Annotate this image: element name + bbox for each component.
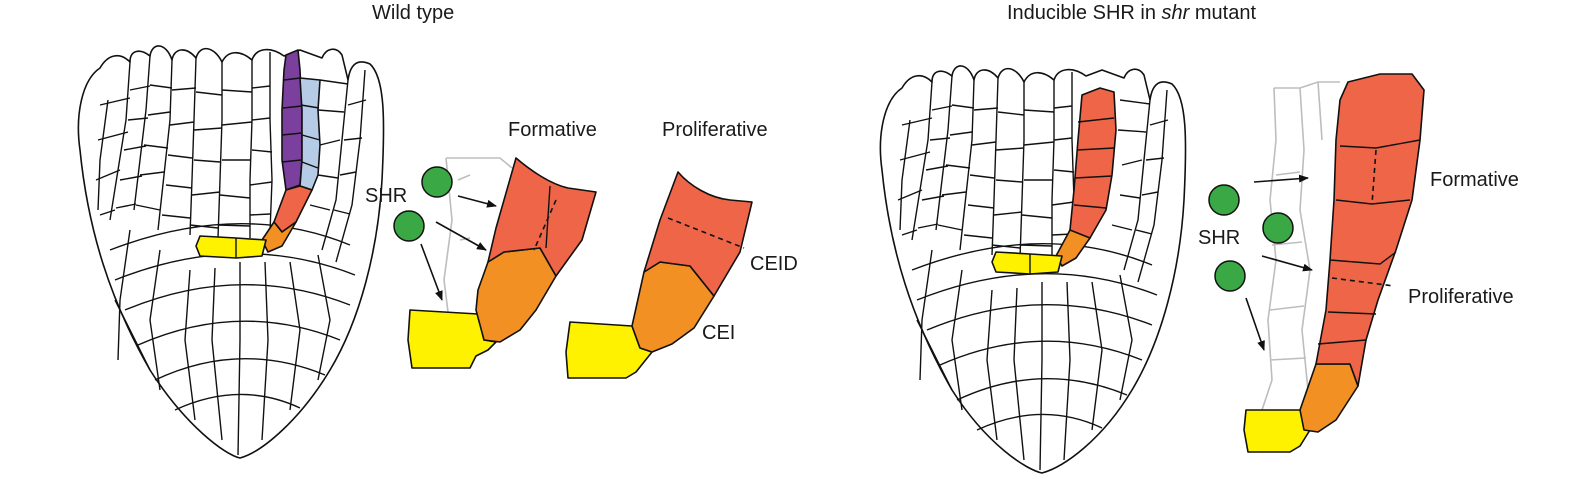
light-blue-cortex-file <box>299 77 321 191</box>
wild-type-root <box>77 45 385 459</box>
orange-cei-zoom-right <box>1299 363 1359 433</box>
wild-type-title: Wild type <box>372 2 455 24</box>
arrow-to-qc <box>420 243 443 301</box>
formative-label-left: Formative <box>508 119 597 141</box>
inducible-zoom <box>1208 73 1425 453</box>
prolif-upper-cells <box>643 171 753 297</box>
cei-label: CEI <box>702 322 736 344</box>
arrow-right-formative <box>1253 174 1309 183</box>
purple-cell-walls <box>281 77 303 163</box>
root-cross-walls <box>95 79 367 411</box>
red-file-zoom-right <box>1315 73 1425 387</box>
ceid-label: CEID <box>750 253 798 275</box>
arrow-to-formative <box>457 195 497 208</box>
orange-initial-right <box>1055 229 1091 267</box>
arrow-right-qc <box>1245 297 1265 351</box>
title-prefix: Inducible SHR in <box>1007 2 1162 24</box>
yellow-quiescent-center <box>195 235 267 259</box>
inducible-root <box>879 65 1187 474</box>
formative-dashed-division <box>533 199 557 251</box>
arrow-right-proliferative <box>1261 255 1313 272</box>
title-suffix: mutant <box>1189 2 1257 24</box>
root-cross-walls-right <box>897 99 1169 431</box>
proliferative-label-right: Proliferative <box>1408 286 1514 308</box>
light-blue-cell-walls <box>300 104 321 169</box>
shr-label-left: SHR <box>365 185 408 207</box>
restored-red-walls <box>1073 117 1115 209</box>
shr-dot-right-1 <box>1208 184 1240 216</box>
zoom-formative-cells <box>487 157 597 277</box>
shr-protein-dot-1 <box>421 166 453 198</box>
shr-dot-right-2 <box>1262 212 1294 244</box>
formative-dashed-right <box>1371 149 1377 205</box>
inducible-shr-title: Inducible SHR in shr mutant <box>1007 2 1256 25</box>
ghost-stele-outline <box>443 157 513 313</box>
formative-label-right: Formative <box>1430 169 1519 191</box>
arrow-to-cei <box>435 221 487 251</box>
purple-endodermis-file <box>281 49 303 191</box>
proliferative-dashed-division <box>667 217 745 249</box>
shr-protein-dot-2 <box>393 210 425 242</box>
title-italic-gene: shr <box>1161 2 1190 24</box>
proliferative-label-left: Proliferative <box>662 119 768 141</box>
wild-type-zoom <box>393 157 753 379</box>
proliferative-dashed-right <box>1331 277 1395 287</box>
shr-label-right: SHR <box>1198 227 1241 249</box>
yellow-qc-zoom-right <box>1243 409 1311 453</box>
yellow-qc-right <box>991 251 1063 275</box>
shr-dot-right-3 <box>1214 260 1246 292</box>
